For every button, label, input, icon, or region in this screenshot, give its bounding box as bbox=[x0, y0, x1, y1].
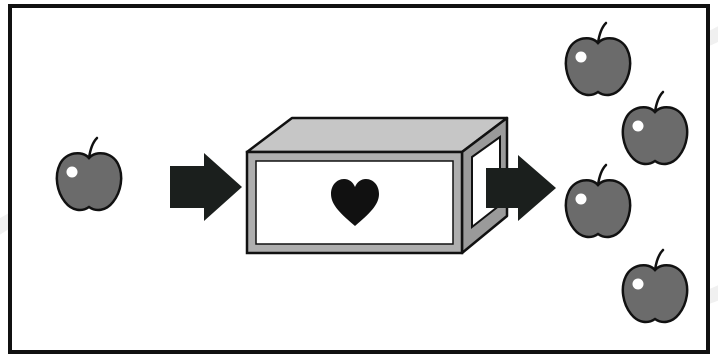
input-arrow-icon bbox=[170, 153, 242, 221]
output-arrow-icon bbox=[486, 155, 556, 221]
heart-icon bbox=[331, 179, 379, 226]
process-box bbox=[245, 116, 509, 255]
